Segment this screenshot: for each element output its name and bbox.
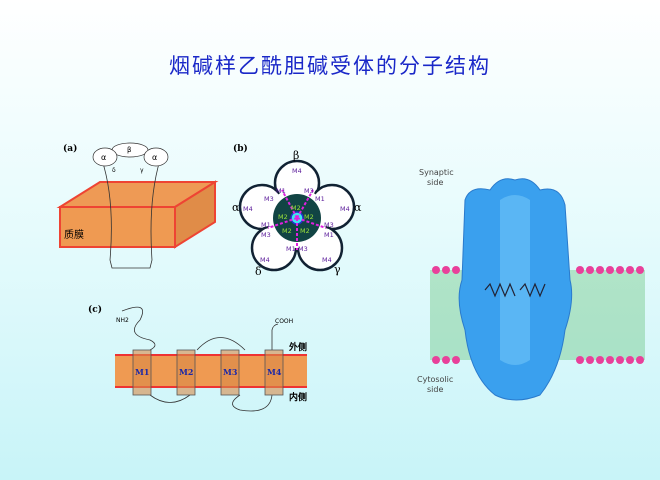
m1-label: M1 [286,245,296,253]
subunit-beta: β [127,146,131,154]
m4-label: M4 [260,256,270,264]
segment-m2: M2 [179,367,193,377]
segment-m3: M3 [223,367,238,377]
m3-label: M3 [324,221,334,229]
m2-label: M2 [291,204,301,212]
m1-label: M1 [261,221,271,229]
synaptic-side-label: Synaptic [419,168,454,177]
m3-label: M3 [264,195,274,203]
synaptic-side-label: side [427,178,443,187]
subunit-delta: δ [255,265,262,278]
m2-label: M2 [282,227,292,235]
m3-label: M3 [298,245,308,253]
subunit-gamma: γ [140,167,144,174]
m4-label: M4 [292,167,302,175]
m2-label: M2 [278,213,288,221]
panel-b: (b) M4 M4 M4 M4 M4 M1 M3 M3 M1 M1 M3 M3 … [232,143,362,278]
panel-c-label: (c) [88,304,102,315]
cooh-label: COOH [275,318,293,325]
subunit-beta: β [293,149,299,162]
m1-label: M1 [324,231,334,239]
m4-label: M4 [243,205,253,213]
m1-label: M1 [276,187,286,195]
subunit-alpha: α [152,153,157,162]
cytosolic-side-label: Cytosolic [417,375,453,384]
cytosolic-side-label: side [427,385,443,394]
subunit-alpha: α [232,201,240,214]
nh2-label: NH2 [116,317,129,324]
m3-label: M3 [261,231,271,239]
subunit-gamma: γ [334,263,341,276]
panel-a: (a) α β α δ γ 质膜 [56,142,219,269]
panel-c: (c) M1 M2 M3 M4 NH2 COOH 外侧 内侧 [88,304,307,412]
membrane-label: 质膜 [64,229,84,241]
panel-b-label: (b) [233,143,248,154]
segment-m1: M1 [135,367,149,377]
m2-label: M2 [300,227,310,235]
m3-label: M3 [304,187,314,195]
inside-label: 内侧 [289,391,307,403]
receptor-illustration: Synaptic side Cytosolic side [417,168,645,401]
m4-label: M4 [322,256,332,264]
m2-label: M2 [304,213,314,221]
subunit-alpha: α [354,201,362,214]
m4-label: M4 [340,205,350,213]
subunit-alpha: α [101,153,106,162]
outside-label: 外侧 [288,341,307,353]
m1-label: M1 [315,195,325,203]
segment-m4: M4 [267,367,282,377]
slide-title: 烟碱样乙酰胆碱受体的分子结构 [169,54,491,78]
subunit-delta: δ [112,167,116,174]
panel-a-label: (a) [63,143,77,154]
